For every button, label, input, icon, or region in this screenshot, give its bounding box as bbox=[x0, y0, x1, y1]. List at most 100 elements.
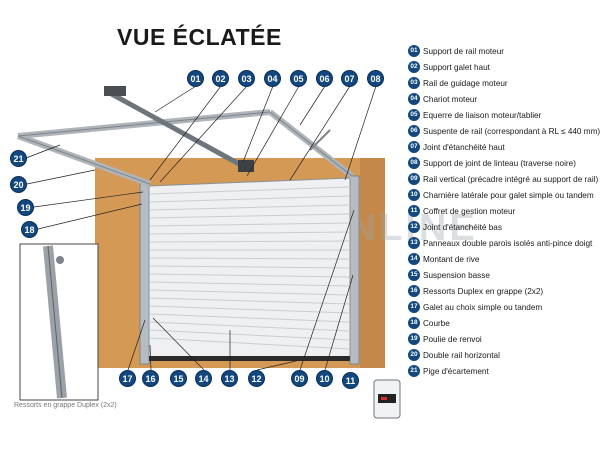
legend-number: 14 bbox=[408, 253, 420, 265]
callout-10: 10 bbox=[316, 370, 333, 387]
inset-caption: Ressorts en grappe Duplex (2x2) bbox=[14, 402, 117, 409]
legend-label: Charnière latérale pour galet simple ou … bbox=[423, 191, 594, 200]
legend-number: 10 bbox=[408, 189, 420, 201]
wall-shadow bbox=[360, 158, 385, 368]
legend-number: 08 bbox=[408, 157, 420, 169]
legend-number: 20 bbox=[408, 349, 420, 361]
legend-label: Support de joint de linteau (traverse no… bbox=[423, 159, 576, 168]
right-vertical-rail bbox=[349, 175, 360, 365]
inset-roller bbox=[56, 256, 64, 264]
legend-label: Montant de rive bbox=[423, 255, 480, 264]
legend-label: Courbe bbox=[423, 319, 450, 328]
left-horizontal-rail-edge bbox=[17, 135, 151, 185]
legend-label: Rail vertical (précadre intégré au suppo… bbox=[423, 175, 599, 184]
legend-label: Pige d'écartement bbox=[423, 367, 489, 376]
callout-16: 16 bbox=[142, 370, 159, 387]
callout-15: 15 bbox=[170, 370, 187, 387]
legend-number: 19 bbox=[408, 333, 420, 345]
rear-cross-rail-edge bbox=[17, 111, 271, 137]
legend-number: 06 bbox=[408, 125, 420, 137]
left-vertical-rail bbox=[139, 181, 150, 365]
legend-number: 04 bbox=[408, 93, 420, 105]
legend-number: 03 bbox=[408, 77, 420, 89]
callout-21: 21 bbox=[10, 150, 27, 167]
legend-label: Poulie de renvoi bbox=[423, 335, 482, 344]
suspension-bracket bbox=[309, 129, 331, 151]
legend-label: Ressorts Duplex en grappe (2x2) bbox=[423, 287, 544, 296]
callout-07: 07 bbox=[341, 70, 358, 87]
legend-label: Double rail horizontal bbox=[423, 351, 500, 360]
callout-14: 14 bbox=[195, 370, 212, 387]
motor-carriage bbox=[238, 160, 254, 172]
legend-number: 13 bbox=[408, 237, 420, 249]
callout-02: 02 bbox=[212, 70, 229, 87]
legend-label: Joint d'étanchéité bas bbox=[423, 223, 502, 232]
callout-01: 01 bbox=[187, 70, 204, 87]
legend-number: 17 bbox=[408, 301, 420, 313]
legend-number: 05 bbox=[408, 109, 420, 121]
legend-number: 12 bbox=[408, 221, 420, 233]
legend-number: 07 bbox=[408, 141, 420, 153]
legend-number: 18 bbox=[408, 317, 420, 329]
legend-label: Equerre de liaison moteur/tablier bbox=[423, 111, 542, 120]
legend-number: 21 bbox=[408, 365, 420, 377]
diagram-title: VUE ÉCLATÉE bbox=[117, 24, 282, 50]
motor-control-led bbox=[381, 397, 387, 400]
legend-number: 02 bbox=[408, 61, 420, 73]
legend-label: Rail de guidage moteur bbox=[423, 79, 508, 88]
callout-13: 13 bbox=[221, 370, 238, 387]
legend-number: 01 bbox=[408, 45, 420, 57]
inset-spring-rail-edge bbox=[47, 245, 63, 399]
legend-label: Support galet haut bbox=[423, 63, 490, 72]
callout-08: 08 bbox=[367, 70, 384, 87]
callout-11: 11 bbox=[342, 372, 359, 389]
motor-guide-rail bbox=[106, 89, 252, 173]
legend-number: 11 bbox=[408, 205, 420, 217]
legend-label: Suspente de rail (correspondant à RL ≤ 4… bbox=[423, 127, 600, 136]
legend-label: Joint d'étanchéité haut bbox=[423, 143, 505, 152]
callout-03: 03 bbox=[238, 70, 255, 87]
callout-20: 20 bbox=[10, 176, 27, 193]
legend-label: Panneaux double parois isolés anti-pince… bbox=[423, 239, 593, 248]
callout-06: 06 bbox=[316, 70, 333, 87]
callout-04: 04 bbox=[264, 70, 281, 87]
legend-number: 16 bbox=[408, 285, 420, 297]
callout-19: 19 bbox=[17, 199, 34, 216]
legend-label: Chariot moteur bbox=[423, 95, 478, 104]
legend-number: 15 bbox=[408, 269, 420, 281]
callout-18: 18 bbox=[21, 221, 38, 238]
legend-label: Galet au choix simple ou tandem bbox=[423, 303, 543, 312]
legend-label: Suspension basse bbox=[423, 271, 490, 280]
callout-17: 17 bbox=[119, 370, 136, 387]
callout-09: 09 bbox=[291, 370, 308, 387]
legend-label: Support de rail moteur bbox=[423, 47, 505, 56]
leader-lines bbox=[25, 85, 377, 371]
bottom-seal bbox=[149, 356, 350, 361]
callout-05: 05 bbox=[290, 70, 307, 87]
callout-12: 12 bbox=[248, 370, 265, 387]
right-horizontal-rail-edge bbox=[269, 111, 353, 177]
motor-rail-bracket bbox=[104, 86, 126, 96]
legend-number: 09 bbox=[408, 173, 420, 185]
door-panel-ribs bbox=[149, 186, 350, 350]
